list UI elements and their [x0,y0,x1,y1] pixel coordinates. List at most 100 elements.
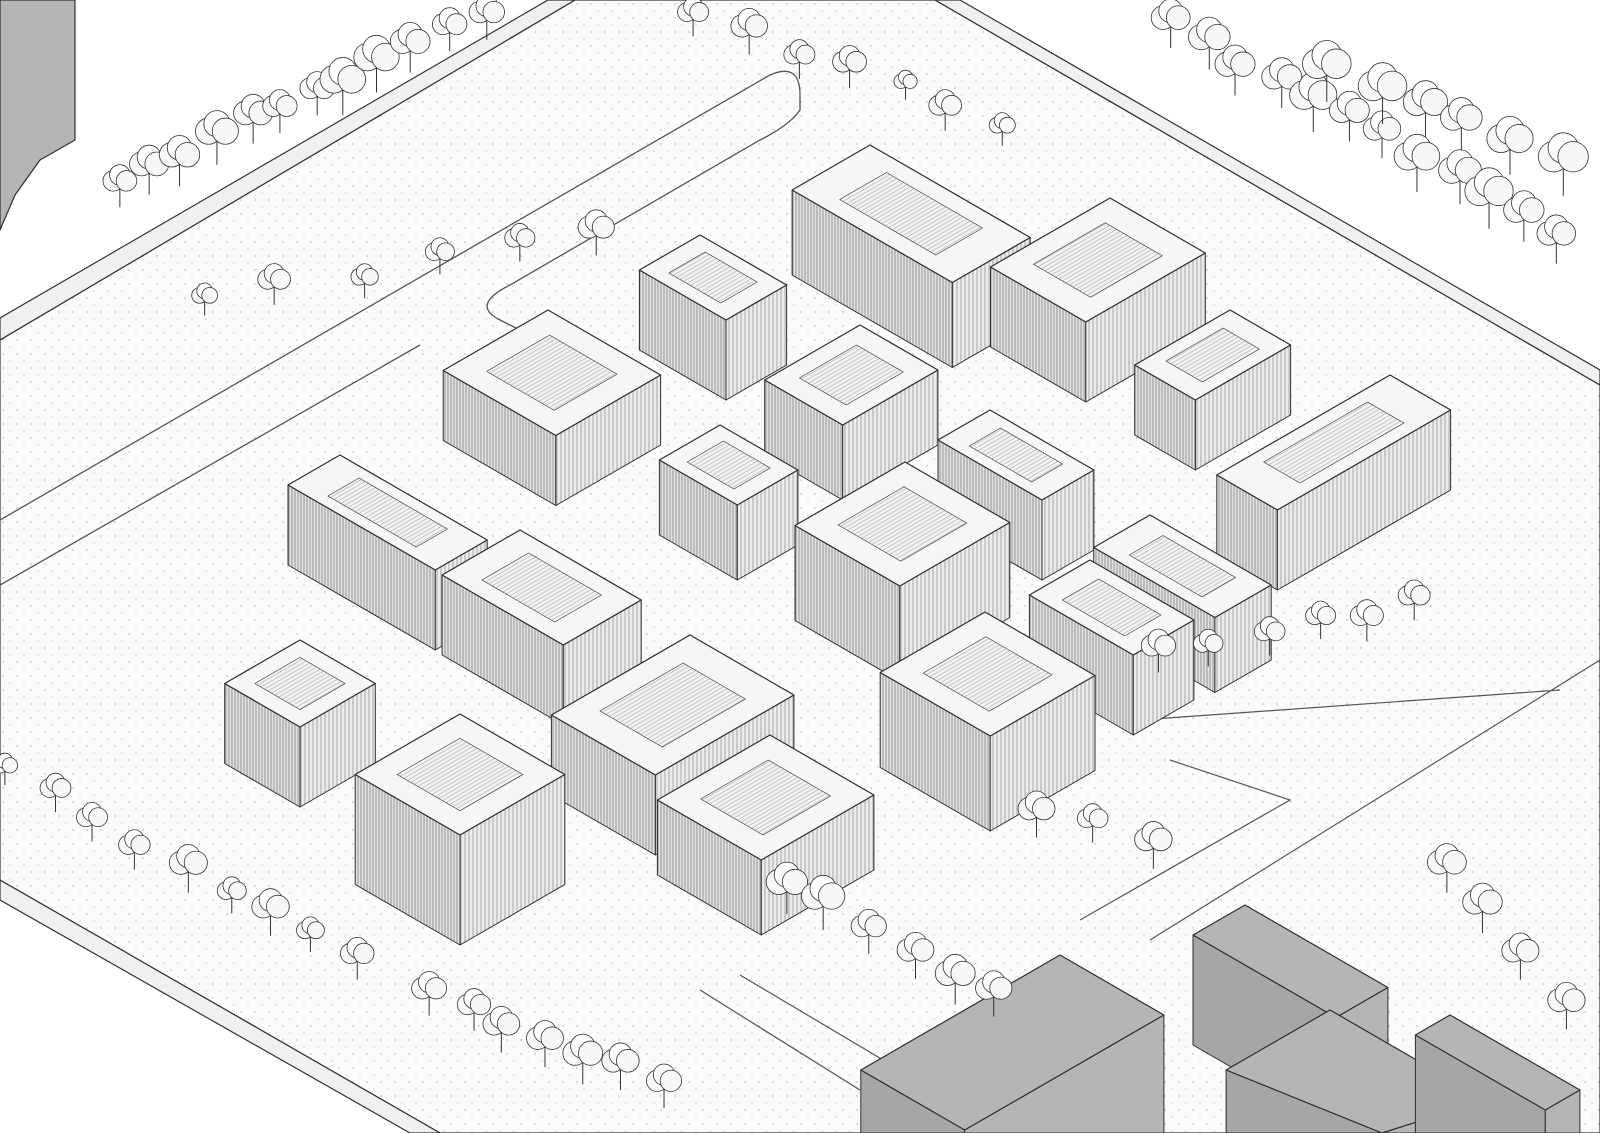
building-block [791,144,1031,368]
tree-icon [251,888,290,936]
tree-icon [296,916,325,953]
tree-icon [893,69,918,100]
tree-icon [1289,71,1338,132]
tree-icon [1402,80,1449,137]
tree-icon [783,39,816,79]
tree-icon [988,112,1016,146]
tree-icon [1302,40,1352,102]
tree-icon [1349,599,1384,642]
context-block [1414,1014,1581,1133]
building-block [989,197,1206,403]
tree-icon [832,45,867,89]
roof-panel [1128,535,1236,598]
tree-icon [1305,600,1337,640]
tree-icon [562,1033,604,1085]
tree-icon [1536,214,1577,264]
tree-icon [1329,90,1370,142]
building-block [656,734,875,936]
tree-icon [1140,628,1177,673]
tree-icon [1537,132,1589,196]
tree-icon [646,1063,682,1109]
roof-panel [396,737,524,812]
building-block [658,424,799,581]
tree-icon [195,110,239,165]
tree-icon [102,164,138,208]
building-block [764,324,939,501]
roof-panel [686,440,771,490]
building-block [441,529,642,726]
roof-panel [839,172,983,256]
tree-icon [730,7,768,55]
tree-icon [934,953,976,1005]
tree-icon [319,57,366,115]
tree-icon [1076,803,1109,843]
roof-panel [1033,222,1163,298]
building-block [638,234,788,401]
tree-icon [1464,167,1514,229]
roof-panel [327,477,448,548]
tree-icon [1150,0,1191,49]
tree-icon [1357,62,1408,125]
tree-icon [577,209,615,256]
tree-icon [389,21,431,73]
tree-icon [1440,97,1483,151]
tree-icon [1214,44,1256,96]
building-block [879,611,1096,832]
tree-icon [1501,932,1540,980]
roof-panel [837,486,968,562]
building-block [794,461,1011,682]
tree-icon [0,752,18,786]
tree-icon [801,874,846,930]
tree-icon [504,223,536,262]
tree-icon [1547,981,1586,1030]
road-top-right [933,0,1600,386]
tree-icon [432,7,468,52]
roof-panel [968,427,1063,483]
tree-icon [850,908,887,954]
roof-panel [599,662,746,748]
tree-icon [39,772,72,813]
road-bottom-left [0,879,442,1133]
tree-icon [1486,115,1534,175]
tree-icon [456,988,492,1031]
building-block [354,713,566,946]
tree-icon [765,861,808,915]
tree-icon [1427,843,1467,893]
tree-icon [1393,133,1441,192]
context-block [860,954,1165,1133]
building-block [937,409,1095,581]
tree-icon [928,89,962,131]
inner-road-loop [0,70,801,586]
tree-icon [526,1020,564,1068]
tree-icon [1134,821,1173,869]
tree-icon [1193,628,1224,667]
roof [1414,1014,1581,1111]
tree-icon [191,282,218,316]
trees [102,0,1589,316]
roof-panel [1062,578,1162,637]
roof-panel [700,759,831,836]
trees-foreground [0,579,1586,1109]
roof-panel [1165,327,1260,383]
context-tower [0,0,76,231]
roof-panel [486,334,618,411]
tree-icon [76,801,108,842]
roof-panel [481,552,602,623]
tree-icon [1503,190,1545,242]
entry-road [699,974,901,1091]
tree-icon [1362,110,1402,159]
tree-icon [424,237,455,275]
roof-panel [668,251,758,304]
tree-icon [340,936,375,980]
tree-icon [353,34,400,93]
tree-icon [350,263,379,299]
tree-icon [168,844,208,893]
tree-icon [233,93,274,144]
tree-icon [468,0,505,40]
building-block [224,639,376,808]
tree-icon [975,970,1013,1017]
tree-icon [482,1005,521,1053]
